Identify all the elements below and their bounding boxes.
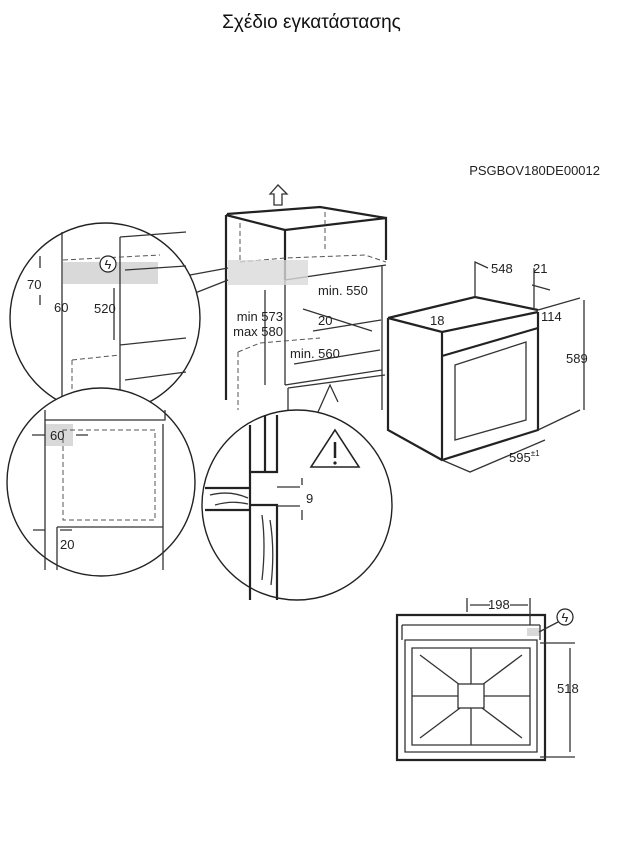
socket-detail-circle: ϟ bbox=[9, 222, 201, 414]
front-gap: 20 bbox=[318, 313, 332, 328]
bottom-clearance: 20 bbox=[60, 537, 74, 552]
oven-drawing bbox=[386, 260, 581, 473]
svg-text:ϟ: ϟ bbox=[105, 257, 112, 272]
niche-height-min: min 573 bbox=[237, 309, 283, 324]
diagram-code: PSGBOV180DE00012 bbox=[469, 163, 600, 178]
niche-width: min. 560 bbox=[290, 346, 340, 361]
electric-warning-icon bbox=[99, 255, 117, 273]
socket-width: 60 bbox=[54, 300, 68, 315]
oven-height: 589 bbox=[566, 351, 588, 366]
front-gap-detail-circle bbox=[201, 409, 393, 601]
niche-height-max: max 580 bbox=[233, 324, 283, 339]
cable-height: 518 bbox=[557, 681, 579, 696]
cabinet-drawing bbox=[224, 205, 388, 410]
oven-width: 595±1 bbox=[509, 449, 540, 465]
top-offset: 18 bbox=[430, 313, 444, 328]
panel-height: 114 bbox=[541, 309, 562, 324]
up-arrow-icon bbox=[268, 184, 289, 206]
oven-back-view: ϟ bbox=[395, 598, 575, 762]
page-title: Σχέδιο εγκατάστασης bbox=[222, 12, 401, 33]
socket-offset: 520 bbox=[94, 301, 116, 316]
oven-depth: 548 bbox=[491, 261, 513, 276]
cable-offset: 198 bbox=[488, 597, 510, 612]
side-clearance-circle bbox=[6, 387, 196, 577]
svg-text:ϟ: ϟ bbox=[562, 610, 569, 625]
side-clearance: 60 bbox=[50, 428, 64, 443]
socket-height: 70 bbox=[27, 277, 41, 292]
front-gap-detail: 9 bbox=[306, 491, 313, 506]
front-thickness: 21 bbox=[533, 261, 547, 276]
niche-depth: min. 550 bbox=[318, 283, 368, 298]
